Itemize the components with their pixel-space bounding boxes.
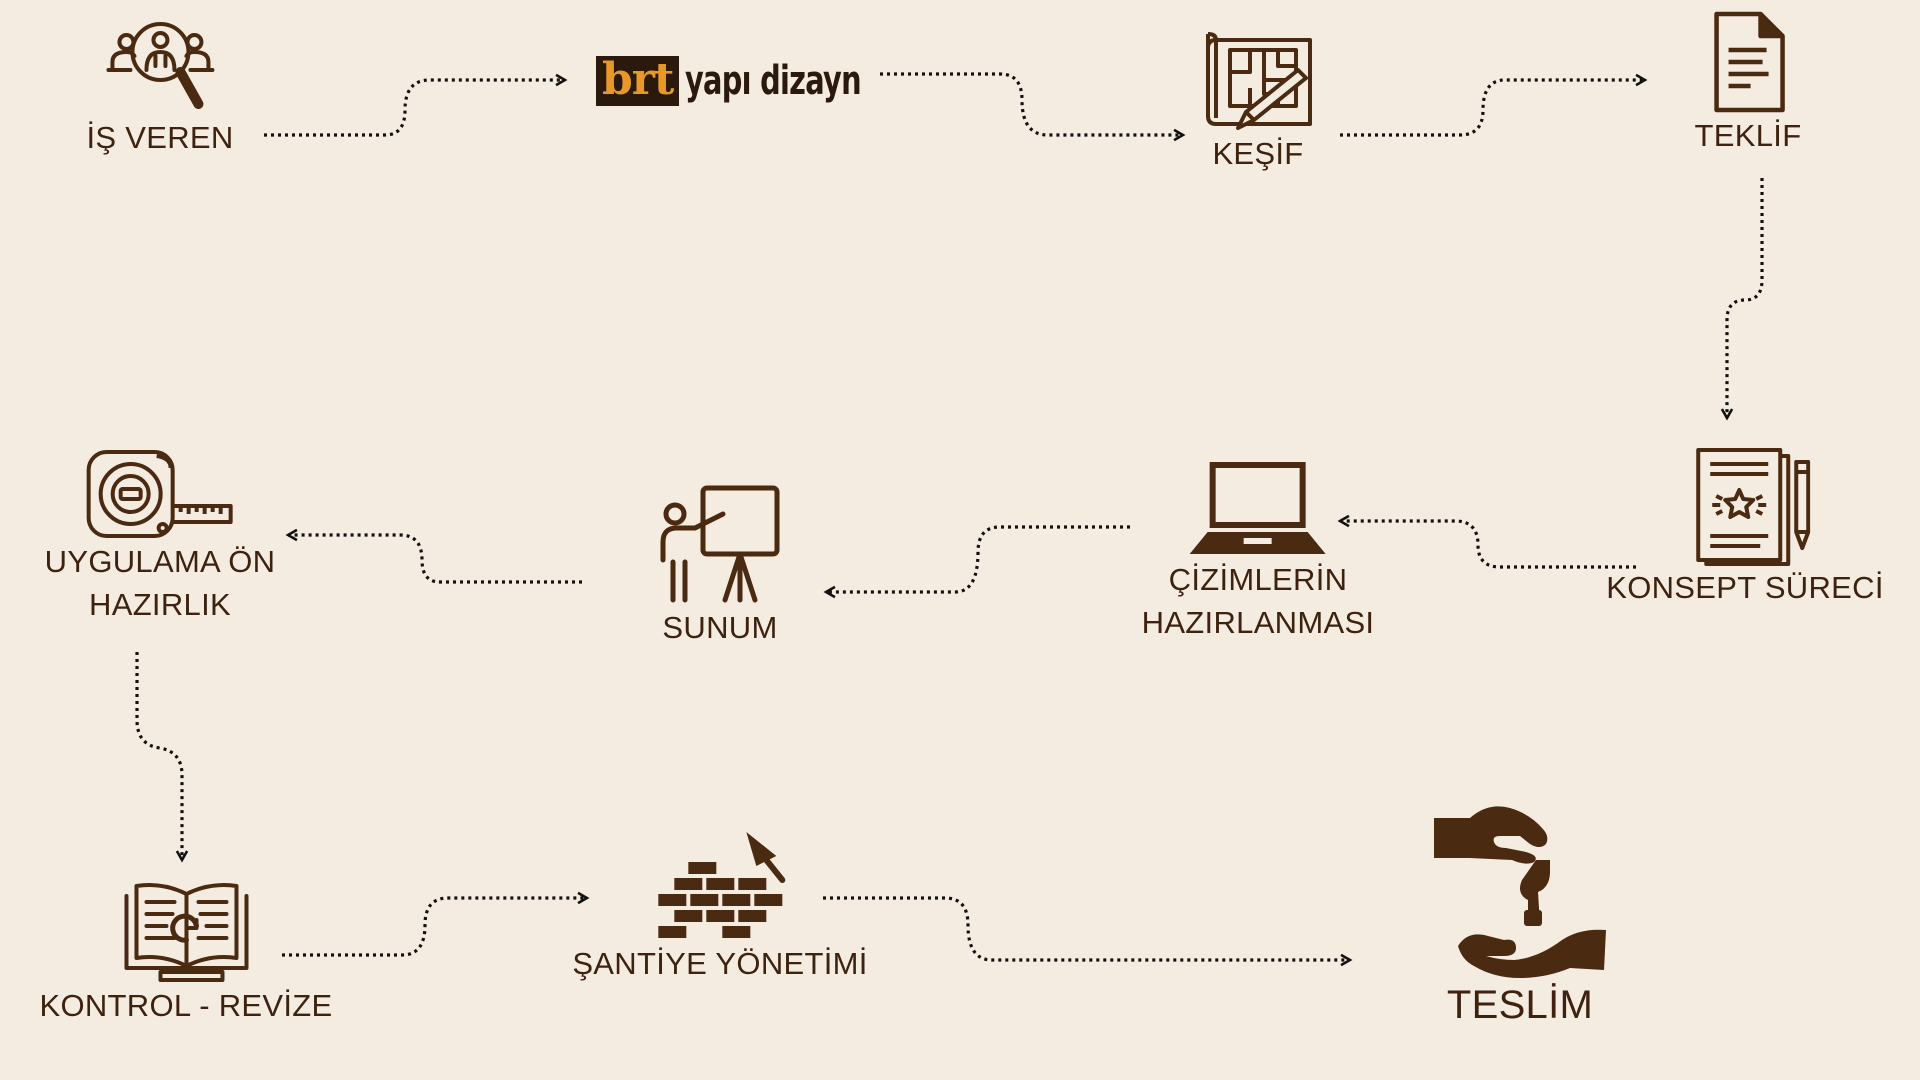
connector-isveren-to-logo xyxy=(264,73,568,137)
step-santiye: ŞANTİYE YÖNETİMİ xyxy=(572,830,867,985)
step-label: KONTROL - REVİZE xyxy=(39,988,333,1023)
step-uygulama: UYGULAMA ÖN HAZIRLIK xyxy=(45,448,276,626)
step-sunum: SUNUM xyxy=(655,484,785,649)
connector-kesif-to-teklif xyxy=(1340,73,1648,137)
connector-konsept-to-cizimler xyxy=(1337,514,1636,569)
step-label-line1: UYGULAMA ÖN xyxy=(44,544,276,579)
presentation-icon xyxy=(660,485,780,603)
connector-teklif-to-konsept xyxy=(1720,178,1764,421)
step-label: TEKLİF xyxy=(1694,118,1802,153)
step-label: TESLİM xyxy=(1446,983,1594,1027)
connector-santiye-to-teslim xyxy=(823,896,1353,967)
step-label: KONSEPT SÜRECİ xyxy=(1606,570,1884,605)
step-kontrol: KONTROL - REVİZE xyxy=(39,878,332,1027)
logo-text: yapı dizayn xyxy=(685,58,862,104)
step-label-line2: HAZIRLIK xyxy=(89,587,231,622)
key-handover-icon xyxy=(1434,806,1606,978)
step-label: KEŞİF xyxy=(1212,136,1304,171)
step-label-line1: ÇİZİMLERİN xyxy=(1168,562,1348,597)
step-label-line2: HAZIRLANMASI xyxy=(1141,605,1375,640)
client-search-icon xyxy=(105,22,214,109)
laptop-icon xyxy=(1189,462,1326,554)
step-cizimler: ÇİZİMLERİN HAZIRLANMASI xyxy=(1142,458,1375,644)
book-revise-icon xyxy=(124,883,248,982)
connector-cizimler-to-sunum xyxy=(823,525,1130,599)
brand-logo: brt yapı dizayn xyxy=(596,56,930,106)
connector-sunum-to-uygulama xyxy=(285,528,582,584)
step-konsept: KONSEPT SÜRECİ xyxy=(1606,446,1884,609)
step-label: ŞANTİYE YÖNETİMİ xyxy=(572,946,868,981)
logo-mark: brt xyxy=(596,56,680,106)
step-label: SUNUM xyxy=(662,610,778,645)
connector-kontrol-to-santiye xyxy=(282,891,590,957)
connector-logo-to-kesif xyxy=(880,72,1186,142)
blueprint-icon xyxy=(1206,32,1312,130)
step-is-veren: İŞ VEREN xyxy=(86,12,233,159)
step-kesif: KEŞİF xyxy=(1198,28,1318,175)
step-teklif: TEKLİF xyxy=(1695,10,1802,157)
connector-uygulama-to-kontrol xyxy=(135,652,189,863)
brick-trowel-icon xyxy=(658,832,785,938)
document-icon xyxy=(1714,11,1786,113)
tape-measure-icon xyxy=(87,450,233,538)
step-teslim: TESLİM xyxy=(1430,800,1610,1030)
concept-papers-icon xyxy=(1696,448,1810,566)
step-label: İŞ VEREN xyxy=(86,120,234,155)
